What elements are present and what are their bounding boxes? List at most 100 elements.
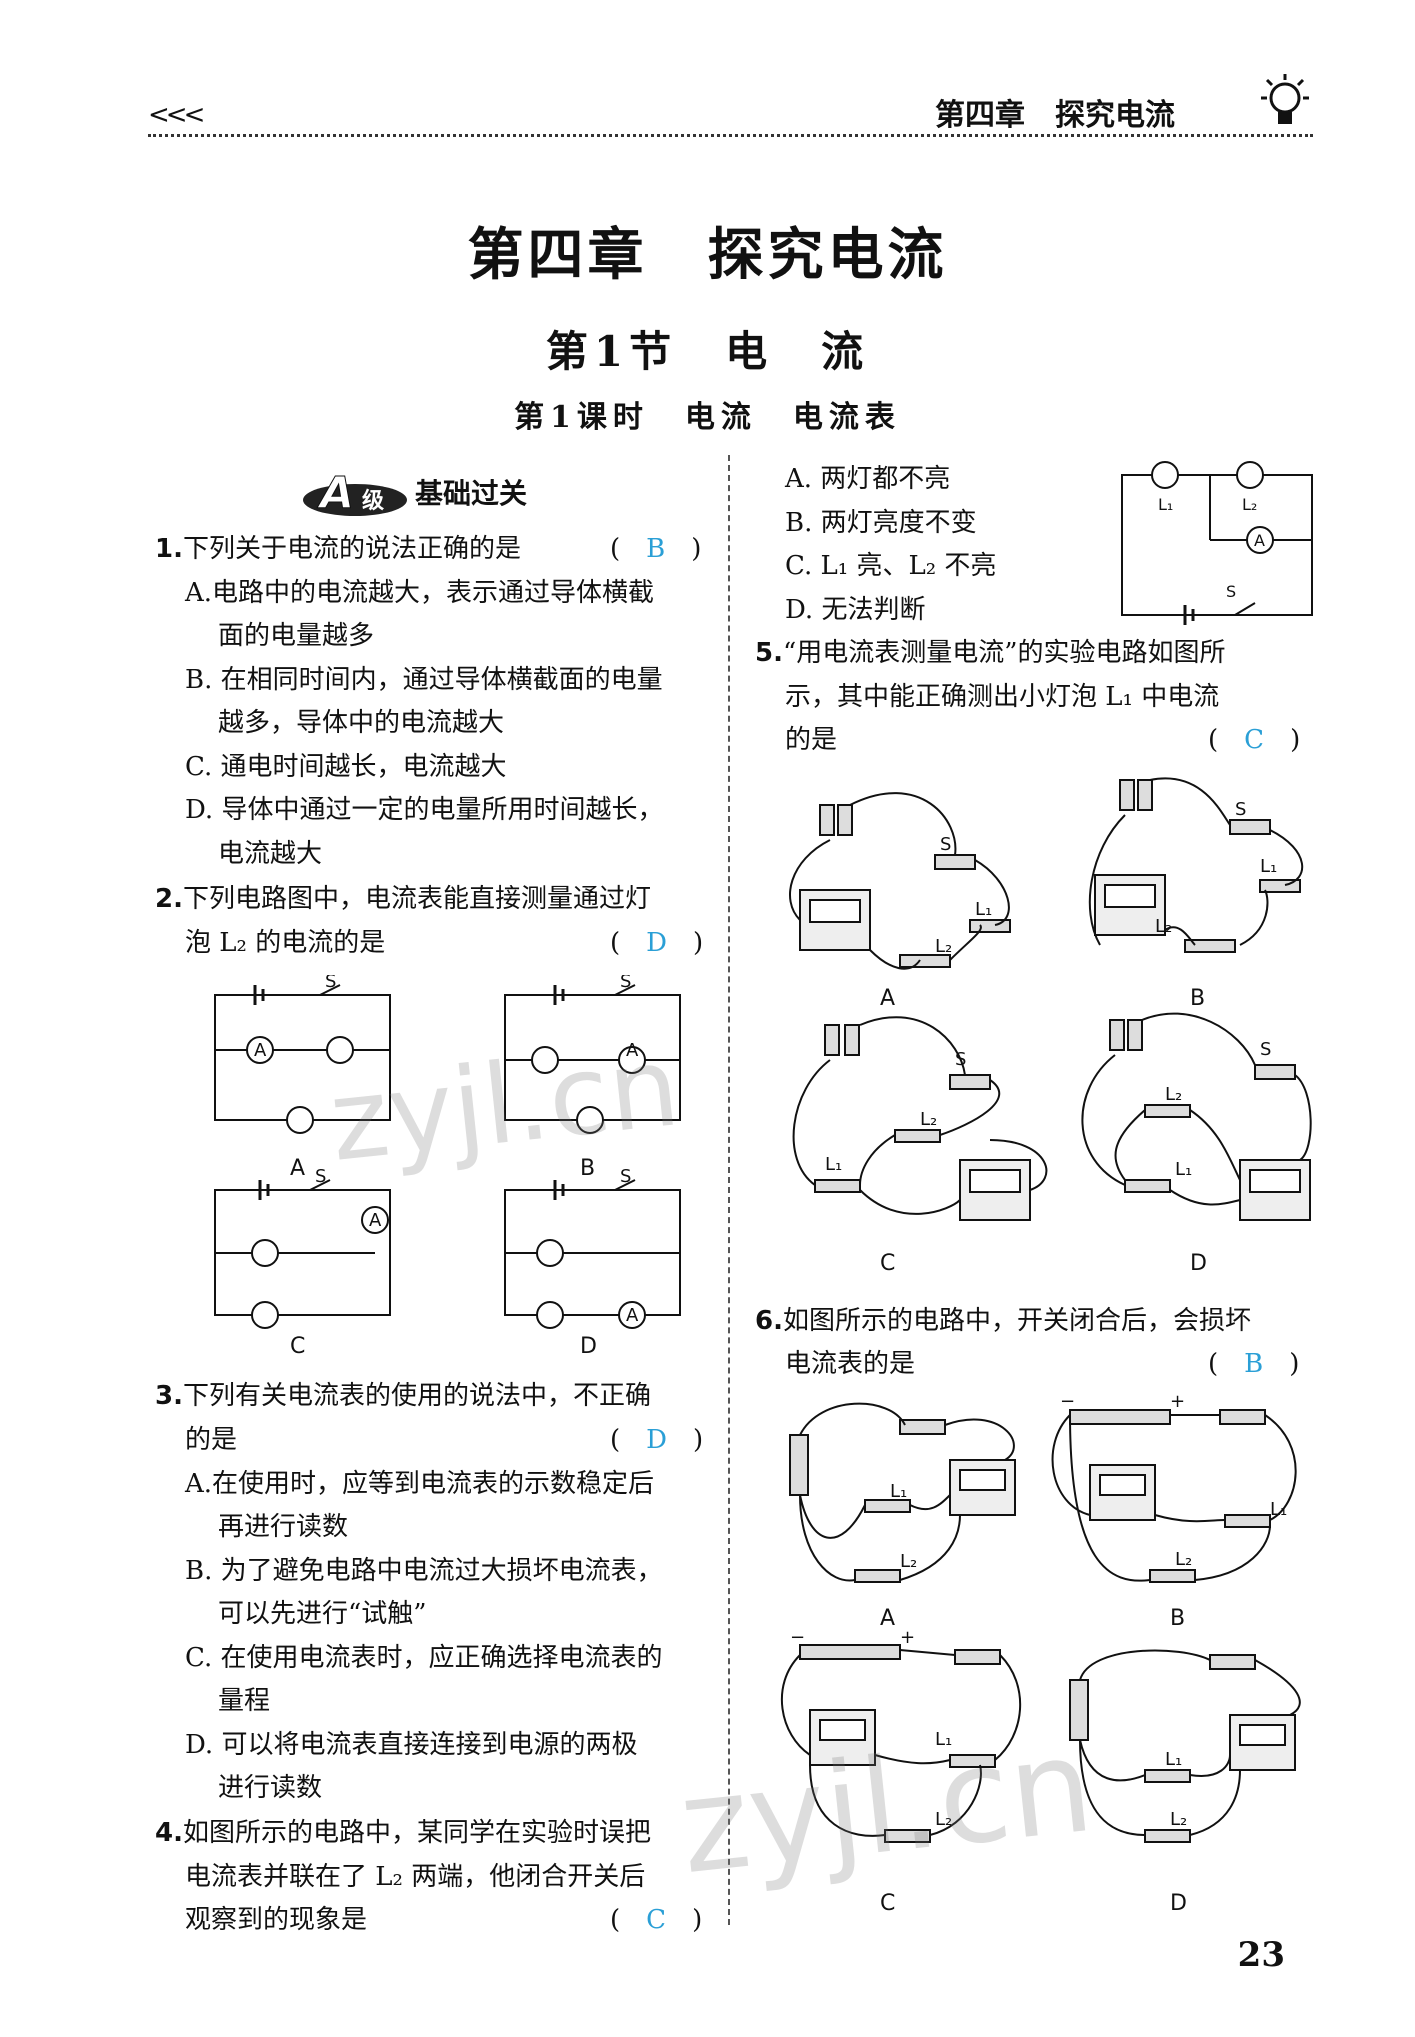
q1-option: C. 通电时间越长，电流越大	[185, 752, 507, 782]
svg-text:L₁: L₁	[825, 1154, 842, 1175]
column-divider	[728, 455, 730, 1925]
q2-fig-label-c: C	[290, 1334, 305, 1355]
svg-text:S: S	[620, 1166, 631, 1187]
svg-text:L₁: L₁	[935, 1729, 952, 1750]
q6-answer-value: B	[1244, 1349, 1264, 1379]
q3-number: 3.	[155, 1381, 183, 1411]
svg-text:S: S	[620, 975, 631, 992]
q6-stem: 6.如图所示的电路中，开关闭合后，会损坏	[755, 1300, 1251, 1337]
level-letter: A	[317, 468, 354, 519]
level-badge-icon: A 级	[303, 468, 407, 520]
svg-text:L₁: L₁	[890, 1481, 907, 1502]
q1-number: 1.	[155, 534, 183, 564]
svg-text:L₁: L₁	[1260, 856, 1277, 877]
q3-option: B. 为了避免电路中电流过大损坏电流表，	[185, 1556, 663, 1586]
q4-stem-line1: 如图所示的电路中，某同学在实验时误把	[182, 1818, 651, 1848]
q6-answer: ( B )	[1208, 1349, 1300, 1379]
q5-stem-line2: 示，其中能正确测出小灯泡 L₁ 中电流	[785, 682, 1220, 712]
page-number: 23	[1237, 1935, 1285, 1975]
q1-option: A.电路中的电流越大，表示通过导体横截	[185, 578, 655, 608]
svg-text:L₂: L₂	[900, 1551, 917, 1572]
q2-fig-label-a: A	[290, 1156, 305, 1181]
svg-text:S: S	[315, 1166, 326, 1187]
q5-answer-value: C	[1244, 725, 1265, 755]
q2-answer: ( D )	[610, 928, 704, 958]
svg-text:L₂: L₂	[935, 1809, 952, 1830]
q6-stem-line2: 电流表的是	[785, 1349, 916, 1379]
q2-number: 2.	[155, 884, 183, 914]
svg-text:S: S	[955, 1049, 966, 1070]
level-badge: A 级 基础过关	[300, 462, 527, 526]
q4-option: A. 两灯都不亮	[785, 464, 951, 494]
level-name: 基础过关	[415, 477, 528, 510]
q3-option: C. 在使用电流表时，应正确选择电流表的	[185, 1643, 663, 1673]
q3-option: A.在使用时，应等到电流表的示数稳定后	[185, 1469, 655, 1499]
q1-answer-value: B	[646, 534, 666, 564]
svg-text:L₁: L₁	[1165, 1749, 1182, 1770]
q1-answer: ( B )	[610, 534, 702, 564]
q3-stem-line2: 的是	[185, 1425, 238, 1455]
q4-number: 4.	[155, 1818, 183, 1848]
q1-option: B. 在相同时间内，通过导体横截面的电量	[185, 665, 663, 695]
q3-answer-value: D	[646, 1425, 668, 1455]
q5-fig-label-a: A	[880, 986, 895, 1011]
q3-option: 可以先进行“试触”	[218, 1599, 427, 1629]
q2-stem-line1: 下列电路图中，电流表能直接测量通过灯	[182, 884, 651, 914]
q6-stem-line1: 如图所示的电路中，开关闭合后，会损坏	[782, 1306, 1251, 1336]
q3-stem-line1: 下列有关电流表的使用的说法中，不正确	[182, 1381, 651, 1411]
q5-number: 5.	[755, 638, 783, 668]
level-suffix: 级	[362, 488, 384, 514]
svg-text:L₂: L₂	[1175, 1549, 1192, 1570]
lightbulb-icon	[1261, 74, 1309, 124]
q2-stem: 2.下列电路图中，电流表能直接测量通过灯	[155, 878, 651, 915]
svg-text:L₂: L₂	[1170, 1809, 1187, 1830]
q1-option: D. 导体中通过一定的电量所用时间越长，	[185, 795, 664, 825]
q4-option: C. L₁ 亮、L₂ 不亮	[785, 551, 997, 581]
q4-stem-line3: 观察到的现象是	[185, 1905, 368, 1935]
q3-option: D. 可以将电流表直接连接到电源的两极	[185, 1730, 638, 1760]
q3-stem: 3.下列有关电流表的使用的说法中，不正确	[155, 1375, 651, 1412]
svg-text:−: −	[1060, 1391, 1075, 1412]
svg-text:L₁: L₁	[975, 899, 992, 920]
q5-fig-label-c: C	[880, 1251, 895, 1276]
svg-text:S: S	[1226, 582, 1236, 601]
svg-text:+: +	[900, 1627, 915, 1648]
chapter-title: 第四章 探究电流	[467, 222, 948, 288]
svg-text:L₂: L₂	[1242, 495, 1257, 514]
svg-text:L₂: L₂	[920, 1109, 937, 1130]
svg-text:A: A	[626, 1040, 639, 1061]
svg-text:A: A	[254, 1040, 267, 1061]
svg-text:−: −	[790, 1627, 805, 1648]
svg-text:L₁: L₁	[1270, 1499, 1287, 1520]
q1-option: 越多，导体中的电流越大	[218, 708, 505, 738]
q2-answer-value: D	[646, 928, 668, 958]
q4-stem-line2: 电流表并联在了 L₂ 两端，他闭合开关后	[185, 1862, 646, 1892]
svg-text:A: A	[369, 1210, 382, 1231]
svg-text:L₂: L₂	[1165, 1084, 1182, 1105]
svg-text:L₂: L₂	[935, 936, 952, 957]
q3-option: 量程	[218, 1686, 271, 1716]
q5-answer: ( C )	[1208, 725, 1301, 755]
svg-text:S: S	[1235, 799, 1246, 820]
q4-circuit-figure: L₁ L₂ A S	[1121, 461, 1313, 625]
svg-text:+: +	[1170, 1391, 1185, 1412]
lesson-title: 第1课时 电流 电流表	[514, 400, 901, 435]
svg-text:L₂: L₂	[1155, 916, 1172, 937]
q6-fig-label-c: C	[880, 1891, 895, 1916]
q1-option: 电流越大	[218, 839, 323, 869]
q4-option: B. 两灯亮度不变	[785, 508, 977, 538]
q3-answer: ( D )	[610, 1425, 704, 1455]
q5-stem: 5.“用电流表测量电流”的实验电路如图所	[755, 632, 1226, 669]
q3-option: 再进行读数	[218, 1512, 349, 1542]
svg-text:A: A	[626, 1305, 639, 1326]
header-divider	[148, 134, 1313, 137]
q6-fig-label-a: A	[880, 1606, 895, 1631]
svg-text:A: A	[1254, 531, 1265, 550]
header-chapter-title: 第四章 探究电流	[935, 98, 1175, 133]
q4-option: D. 无法判断	[785, 595, 926, 625]
q6-number: 6.	[755, 1306, 783, 1336]
q4-answer: ( C )	[610, 1905, 703, 1935]
q6-fig-label-d: D	[1170, 1891, 1187, 1916]
